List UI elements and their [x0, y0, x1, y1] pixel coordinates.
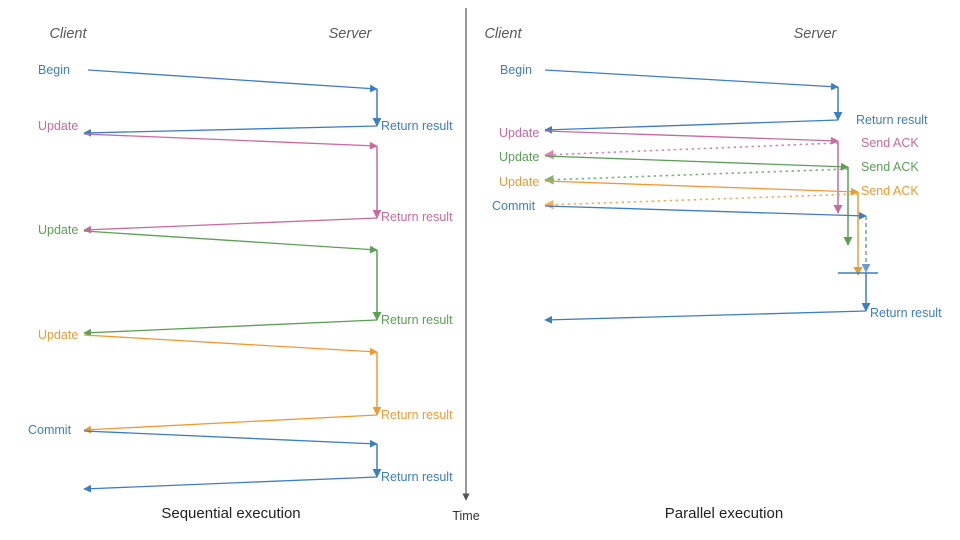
panel-sequential-server-label-1: Return result [381, 210, 453, 224]
panel-parallel-response-arrow-2 [544, 119, 839, 134]
panel-parallel-server-label-4: Return result [870, 306, 942, 320]
panel-parallel-request-arrow-6 [544, 155, 849, 171]
panel-sequential-client-title: Client [49, 26, 87, 42]
panel-sequential-client-label-3: Update [38, 328, 78, 342]
panel-sequential-server-label-3: Return result [381, 408, 453, 422]
panel-parallel-server-label-2: Send ACK [861, 160, 919, 174]
panel-sequential-server-label-0: Return result [381, 119, 453, 133]
panel-sequential-client-label-1: Update [38, 119, 78, 133]
panel-sequential-response-arrow-8 [83, 319, 378, 337]
panel-parallel-server-label-0: Return result [856, 113, 928, 127]
panel-sequential-request-arrow-3 [83, 133, 378, 150]
panel-sequential-server-label-2: Return result [381, 313, 453, 327]
panel-parallel-ack-arrow-4 [544, 142, 839, 160]
panel-parallel-client-label-0: Begin [500, 63, 532, 77]
panel-sequential-response-arrow-11 [83, 414, 378, 434]
panel-parallel-server-label-1: Send ACK [861, 136, 919, 150]
panel-sequential-request-arrow-0 [87, 69, 378, 93]
time-axis-layer: Time [452, 8, 480, 523]
panel-parallel-caption: Parallel execution [665, 505, 783, 522]
panel-parallel-server-label-3: Send ACK [861, 184, 919, 198]
panel-sequential-request-arrow-6 [83, 230, 378, 254]
panel-sequential-response-arrow-2 [83, 125, 378, 137]
panel-sequential-response-arrow-5 [83, 217, 378, 234]
panel-sequential-server-title: Server [329, 26, 373, 42]
panel-parallel-server-title: Server [794, 26, 838, 42]
panel-parallel-client-label-1: Update [499, 126, 539, 140]
panel-parallel-client-label-2: Update [499, 150, 539, 164]
panel-sequential-request-arrow-9 [83, 334, 378, 356]
panel-sequential-response-arrow-14 [83, 476, 378, 493]
panel-parallel-request-arrow-0 [544, 69, 839, 91]
panel-parallel-request-arrow-12 [544, 205, 867, 220]
panel-parallel-response-arrow-16 [544, 310, 867, 324]
panel-parallel-client-title: Client [484, 26, 522, 42]
panel-parallel-ack-arrow-7 [544, 168, 849, 185]
panel-sequential-caption: Sequential execution [161, 505, 300, 522]
time-axis-label: Time [452, 509, 479, 523]
panel-parallel-client-label-3: Update [499, 175, 539, 189]
panel-parallel-ack-arrow-10 [544, 193, 859, 210]
panel-parallel-client-label-4: Commit [492, 199, 536, 213]
panel-sequential-server-label-4: Return result [381, 470, 453, 484]
panel-parallel-request-arrow-9 [544, 180, 859, 196]
panel-parallel-request-arrow-3 [544, 130, 839, 145]
panel-sequential-client-label-4: Commit [28, 423, 72, 437]
panel-sequential-request-arrow-12 [83, 430, 378, 448]
panel-sequential-client-label-2: Update [38, 223, 78, 237]
panel-sequential-client-label-0: Begin [38, 63, 70, 77]
